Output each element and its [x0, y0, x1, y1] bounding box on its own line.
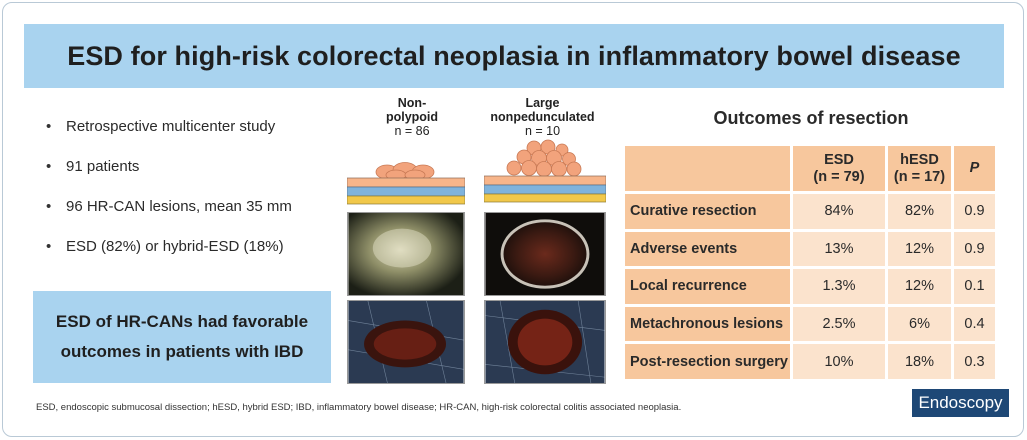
outcomes-title: Outcomes of resection [713, 108, 909, 128]
row-label: Adverse events [625, 231, 793, 270]
lesion-mound [506, 139, 582, 177]
list-item: • ESD (82%) or hybrid-ESD (18%) [46, 238, 336, 278]
large-nonpedunculated-lesion-diagram [484, 139, 606, 203]
table-header-row: ESD(n = 79) hESD(n = 17) P [625, 146, 995, 194]
cell-hesd: 12% [888, 269, 954, 307]
mucosa-layer [347, 177, 465, 188]
cell-hesd: 6% [888, 306, 954, 345]
lesion-count: n = 86 [394, 124, 430, 138]
bullet-text: Retrospective multicenter study [66, 118, 276, 135]
list-item: • 91 patients [46, 158, 336, 198]
resected-specimen-nonpolypoid [347, 300, 465, 384]
cell-hesd: 18% [888, 344, 954, 382]
cell-esd: 10% [793, 344, 888, 382]
nonpolypoid-lesion-diagram [347, 162, 465, 205]
lesion-name-line-1: Large [525, 96, 560, 110]
list-item: • Retrospective multicenter study [46, 118, 336, 158]
cell-hesd: 82% [888, 194, 954, 232]
page-title: ESD for high-risk colorectal neoplasia i… [67, 40, 961, 71]
list-item: • 96 HR-CAN lesions, mean 35 mm [46, 198, 336, 238]
outcomes-table: ESD(n = 79) hESD(n = 17) P Curative rese… [625, 146, 995, 382]
lesion-name-line-2: nonpedunculated [490, 110, 595, 124]
bullet-text: 91 patients [66, 158, 140, 175]
conclusion-line-1: ESD of HR-CANs had favorable [55, 312, 309, 331]
row-label: Metachronous lesions [625, 306, 793, 345]
cell-p: 0.3 [954, 344, 995, 382]
conclusion-box: ESD of HR-CANs had favorable outcomes in… [33, 291, 331, 383]
cell-p: 0.4 [954, 306, 995, 345]
bullet-icon: • [46, 198, 52, 215]
bullet-icon: • [46, 158, 52, 175]
conclusion-line-2: outcomes in patients with IBD [60, 342, 304, 361]
table-header-esd: ESD(n = 79) [793, 146, 888, 194]
table-header-hesd: hESD(n = 17) [888, 146, 954, 194]
lesion-type-label-large-nonpedunculated: Large nonpedunculated n = 10 [480, 96, 605, 138]
row-label: Curative resection [625, 194, 793, 232]
mucosa-layer [484, 175, 606, 186]
lesion-type-label-nonpolypoid: Non- polypoid n = 86 [362, 96, 462, 138]
cell-p: 0.9 [954, 231, 995, 270]
endoscopic-image-large-nonpedunculated [484, 212, 606, 296]
bullet-text: 96 HR-CAN lesions, mean 35 mm [66, 198, 292, 215]
lesion-count: n = 10 [524, 124, 561, 138]
title-banner: ESD for high-risk colorectal neoplasia i… [24, 24, 1004, 88]
resected-specimen-large-nonpedunculated [484, 300, 606, 384]
row-label: Post-resection surgery [625, 344, 793, 382]
bullet-icon: • [46, 118, 52, 135]
submucosa-layer [347, 186, 465, 197]
table-row: Post-resection surgery 10% 18% 0.3 [625, 344, 995, 382]
journal-logo: Endoscopy [912, 389, 1009, 417]
abbreviations-footnote: ESD, endoscopic submucosal dissection; h… [36, 402, 682, 413]
cell-p: 0.9 [954, 194, 995, 232]
table-row: Adverse events 13% 12% 0.9 [625, 231, 995, 270]
muscularis-layer [484, 193, 606, 203]
cell-esd: 84% [793, 194, 888, 232]
cell-esd: 13% [793, 231, 888, 270]
conclusion-text: ESD of HR-CANs had favorable outcomes in… [56, 307, 308, 367]
study-summary-list: • Retrospective multicenter study • 91 pat… [46, 118, 336, 278]
cell-esd: 2.5% [793, 306, 888, 345]
endoscopic-image-nonpolypoid [347, 212, 465, 296]
lesion-name-line-1: Non- [397, 96, 427, 110]
cell-hesd: 12% [888, 231, 954, 270]
lesion-name-line-2: polypoid [385, 110, 439, 124]
table-row: Metachronous lesions 2.5% 6% 0.4 [625, 306, 995, 345]
cell-esd: 1.3% [793, 269, 888, 307]
lesion-mound [375, 162, 435, 181]
row-label: Local recurrence [625, 269, 793, 307]
bullet-text: ESD (82%) or hybrid-ESD (18%) [66, 238, 284, 255]
table-row: Local recurrence 1.3% 12% 0.1 [625, 269, 995, 307]
cell-p: 0.1 [954, 269, 995, 307]
table-header-p: P [954, 146, 995, 194]
submucosa-layer [484, 184, 606, 195]
table-row: Curative resection 84% 82% 0.9 [625, 194, 995, 232]
bullet-icon: • [46, 238, 52, 255]
table-header-blank [625, 146, 793, 194]
muscularis-layer [347, 195, 465, 205]
